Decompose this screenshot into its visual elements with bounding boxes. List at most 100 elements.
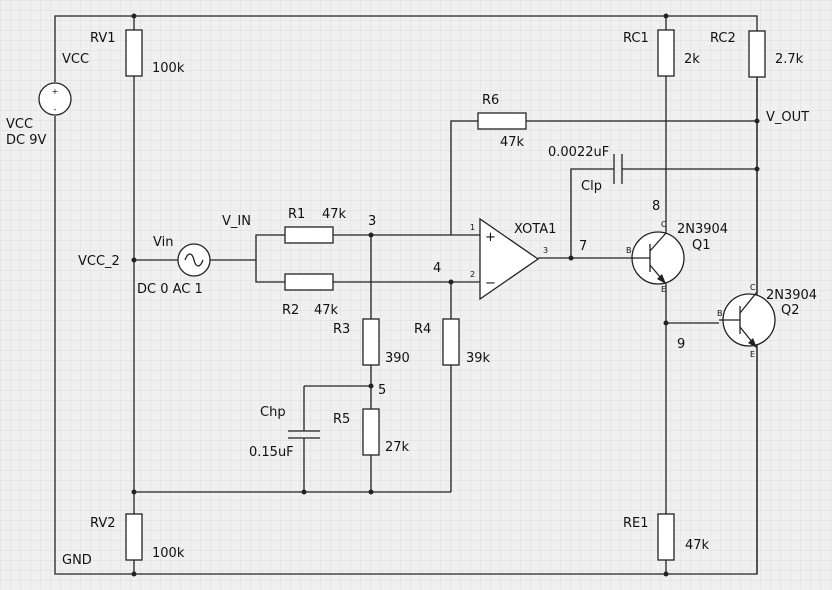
- junctions: [131, 13, 760, 577]
- ota-minus-sign: −: [485, 276, 496, 291]
- resistor-re1[interactable]: [657, 513, 675, 561]
- capacitor-chp[interactable]: [288, 430, 320, 439]
- resistor-r6[interactable]: [477, 112, 527, 130]
- ota-triangle: [479, 217, 540, 301]
- resistor-r1[interactable]: [284, 226, 334, 244]
- transistor-collector-lead: [649, 232, 667, 252]
- q2-name: Q2: [781, 303, 800, 318]
- rc1-name: RC1: [623, 31, 649, 46]
- node-3-label: 3: [368, 214, 376, 229]
- r2-value: 47k: [314, 303, 339, 318]
- resistor-r4[interactable]: [442, 318, 460, 366]
- gnd-node-label: GND: [62, 553, 92, 568]
- q2-emitter-pin-label: E: [750, 350, 755, 359]
- rv1-value: 100k: [152, 61, 185, 76]
- resistor-r3[interactable]: [362, 318, 380, 366]
- node-8-label: 8: [652, 199, 660, 214]
- r6-name: R6: [482, 93, 499, 108]
- rc1-value: 2k: [684, 52, 700, 67]
- junction-dot: [754, 118, 760, 124]
- q2-collector-pin-label: C: [750, 283, 756, 292]
- junction-dot: [301, 489, 307, 495]
- q1-model: 2N3904: [677, 222, 728, 237]
- junction-dot: [663, 13, 669, 19]
- r3-name: R3: [333, 322, 350, 337]
- q2-base-pin-label: B: [717, 309, 723, 318]
- junction-dot: [754, 166, 760, 172]
- r1-name: R1: [288, 207, 305, 222]
- chp-value: 0.15uF: [249, 445, 294, 460]
- capacitor-clp[interactable]: [613, 154, 623, 184]
- vcc2-node-label: VCC_2: [78, 254, 120, 269]
- r5-name: R5: [333, 412, 350, 427]
- re1-name: RE1: [623, 516, 649, 531]
- junction-dot: [448, 279, 454, 285]
- sine-wave-icon: [184, 253, 204, 267]
- dc-source-symbol: [38, 82, 72, 116]
- r1-value: 47k: [322, 207, 347, 222]
- rv2-name: RV2: [90, 516, 116, 531]
- q1-collector-pin-label: C: [661, 220, 667, 229]
- node-5-label: 5: [378, 383, 386, 398]
- clp-name: Clp: [581, 179, 602, 194]
- re1-value: 47k: [685, 538, 710, 553]
- rc2-value: 2.7k: [775, 52, 804, 67]
- junction-dot: [663, 320, 669, 326]
- wire-vcc-top: [54, 15, 758, 82]
- wire-feedback: [450, 120, 478, 235]
- ota-xota1[interactable]: + − 1 2 3: [470, 217, 548, 301]
- junction-dot: [663, 571, 669, 577]
- junction-dot: [131, 571, 137, 577]
- clp-value: 0.0022uF: [548, 145, 609, 160]
- vcc-source-name: VCC: [6, 117, 33, 132]
- r4-value: 39k: [466, 351, 491, 366]
- resistor-r5[interactable]: [362, 408, 380, 456]
- vcc-source-value: DC 9V: [6, 133, 46, 148]
- resistors: [125, 29, 766, 561]
- resistor-r2[interactable]: [284, 273, 334, 291]
- junction-dot: [131, 13, 137, 19]
- wire-vin-r2: [255, 260, 285, 283]
- ota-pin-out: 3: [543, 246, 548, 255]
- source-minus-sign: -: [54, 105, 57, 114]
- junction-dot: [568, 255, 574, 261]
- v-in-node-label: V_IN: [222, 214, 251, 229]
- rv2-value: 100k: [152, 546, 185, 561]
- r2-name: R2: [282, 303, 299, 318]
- wire-vin-r1: [210, 234, 285, 261]
- emitter-arrow-icon: [657, 274, 666, 284]
- xota1-name: XOTA1: [514, 222, 556, 237]
- vcc-dc-source[interactable]: + -: [38, 82, 72, 116]
- transistor-collector-lead: [739, 291, 758, 314]
- resistor-rc1[interactable]: [657, 29, 675, 77]
- q1-name: Q1: [692, 238, 711, 253]
- q1-emitter-pin-label: E: [661, 285, 666, 294]
- r5-value: 27k: [385, 440, 410, 455]
- resistor-rv1[interactable]: [125, 29, 143, 77]
- vin-value: DC 0 AC 1: [137, 282, 203, 297]
- rc2-name: RC2: [710, 31, 736, 46]
- ota-pin-plus: 1: [470, 223, 475, 232]
- junction-dot: [368, 232, 374, 238]
- q2-model: 2N3904: [766, 288, 817, 303]
- resistor-rv2[interactable]: [125, 513, 143, 561]
- ota-pin-minus: 2: [470, 270, 475, 279]
- junction-dot: [368, 489, 374, 495]
- ota-plus-sign: +: [485, 230, 496, 245]
- node-7-label: 7: [579, 239, 587, 254]
- transistor-q1[interactable]: B C E: [626, 220, 685, 294]
- source-plus-sign: +: [52, 87, 59, 96]
- vin-ac-source[interactable]: [177, 243, 211, 277]
- resistor-rc2[interactable]: [748, 30, 766, 78]
- vin-name: Vin: [153, 235, 173, 250]
- node-9-label: 9: [677, 337, 685, 352]
- q1-base-pin-label: B: [626, 246, 632, 255]
- transistor-q2[interactable]: B C E: [717, 283, 776, 359]
- junction-dot: [368, 383, 374, 389]
- junction-dot: [131, 489, 137, 495]
- v-out-node-label: V_OUT: [766, 110, 809, 125]
- node-4-label: 4: [433, 261, 441, 276]
- rv1-name: RV1: [90, 31, 116, 46]
